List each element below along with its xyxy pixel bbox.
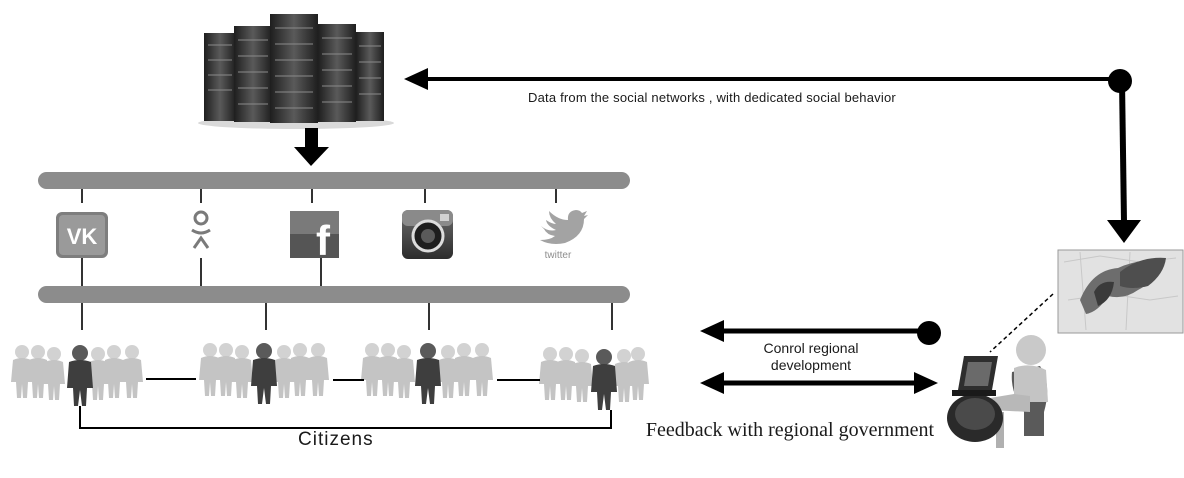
regional-map-icon <box>1057 249 1184 334</box>
control-label: Conrol regional development <box>763 340 859 373</box>
citizens-label: Citizens <box>298 429 374 450</box>
citizen-group-1 <box>11 345 143 406</box>
svg-text:twitter: twitter <box>545 250 572 261</box>
data-flow-arrow <box>404 68 1141 243</box>
instagram-icon <box>402 210 453 259</box>
svg-text:VK: VK <box>67 224 98 249</box>
group-links <box>146 378 540 381</box>
citizen-group-4 <box>539 347 649 410</box>
network-bus-bottom <box>38 286 630 303</box>
vk-icon: VK <box>56 212 108 258</box>
odnoklassniki-icon <box>191 210 211 249</box>
bus-connectors <box>81 189 613 330</box>
server-racks-icon <box>198 14 394 129</box>
citizens-bracket <box>79 406 612 429</box>
svg-text:f: f <box>316 217 331 264</box>
citizen-group-3 <box>361 343 493 404</box>
servers-to-bus-arrow <box>294 128 329 166</box>
data-flow-label: Data from the social networks , with ded… <box>528 90 896 105</box>
operator-at-laptop-icon <box>947 335 1048 448</box>
facebook-icon: f <box>290 211 339 264</box>
feedback-label: Feedback with regional government <box>645 419 935 441</box>
citizen-group-2 <box>199 343 329 404</box>
network-bus-top <box>38 172 630 189</box>
control-arrow <box>700 320 941 345</box>
twitter-icon: twitter <box>540 210 588 261</box>
map-pointer-line <box>989 293 1054 353</box>
feedback-arrow <box>700 372 938 394</box>
